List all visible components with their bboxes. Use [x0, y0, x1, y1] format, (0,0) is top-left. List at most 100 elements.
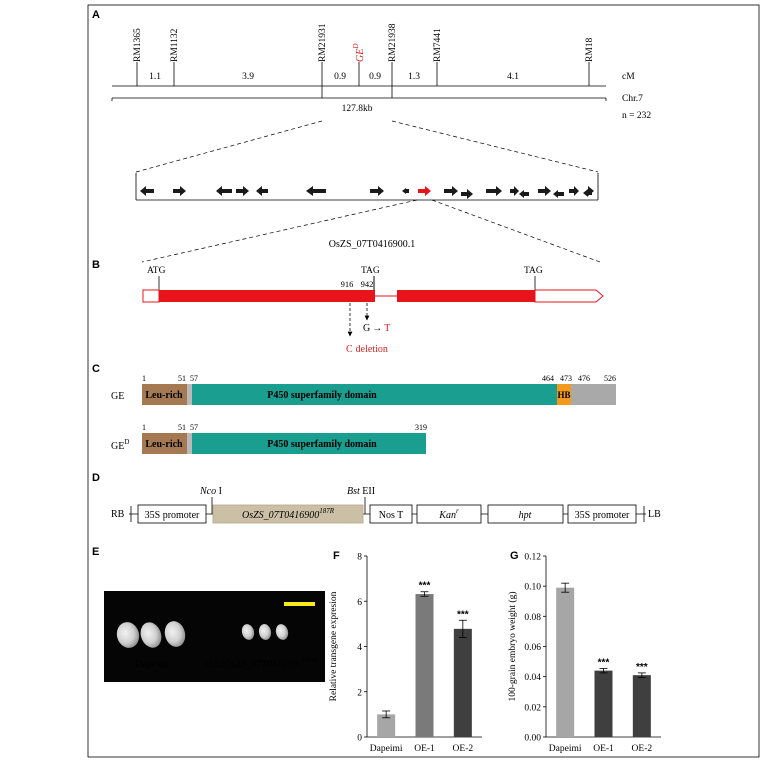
- leu-rich-domain: [142, 433, 187, 454]
- tick-label: 1: [142, 423, 146, 432]
- y-tick-label: 2: [357, 688, 362, 698]
- transgene-main: OsZS_07T0416900: [242, 510, 319, 521]
- embryo-transgenic: [258, 624, 272, 640]
- nco-italic: Nco: [199, 486, 216, 497]
- photo-label-gene: OsZS_07T0416900: [225, 659, 302, 670]
- significance-label: ***: [636, 662, 648, 673]
- p450-label: P450 superfamily domain: [267, 439, 377, 450]
- protein-name-ged: GED: [111, 438, 129, 452]
- panel-g-label: G: [510, 550, 519, 562]
- deletion-base: C: [346, 344, 353, 355]
- zoom-line: [141, 199, 418, 263]
- hb-domain: [557, 384, 571, 405]
- distance-label: 4.1: [507, 72, 519, 82]
- protein-domains: GE 1 51 57 464 473 476 526 Leu-rich P450…: [111, 374, 616, 454]
- zoom-line: [431, 199, 601, 263]
- hb-label: HB: [557, 390, 570, 400]
- gene-arrow: [402, 188, 409, 194]
- gene-arrow: [306, 186, 326, 196]
- gene-arrow: [236, 186, 249, 196]
- protein-name-ged-sup: D: [124, 438, 129, 446]
- y-axis-label: Relative transgene expresion: [329, 591, 339, 701]
- three-prime-utr: [534, 289, 604, 303]
- distance-label: 0.9: [369, 72, 381, 82]
- nco-suffix: I: [216, 486, 222, 497]
- gene-locus-label: GED: [352, 44, 366, 62]
- gene-arrow: [538, 186, 551, 196]
- hpt-label: hpt: [519, 510, 532, 521]
- y-tick-label: 0: [357, 734, 362, 744]
- kan-box: [416, 504, 482, 524]
- embryo-transgenic: [241, 624, 255, 640]
- snp-label: G→T: [363, 323, 390, 334]
- category-label: OE-2: [632, 744, 653, 754]
- gene-arrow: [486, 186, 502, 196]
- terminator-label: Nos T: [379, 510, 404, 521]
- embryo-wildtype: [116, 622, 140, 648]
- protein-name-ge: GE: [111, 391, 124, 402]
- marker-label: RM21938: [388, 23, 398, 62]
- figure-border: [87, 4, 760, 758]
- gene-arrow: [173, 186, 186, 196]
- gene-id: OsZS_07T0416900.1: [329, 239, 415, 250]
- gene-arrow: [370, 186, 384, 196]
- candidate-region: [135, 173, 599, 201]
- restriction-site-bst: Bst EII: [347, 486, 375, 497]
- tick-label: 51: [178, 374, 186, 383]
- tick-label: 57: [190, 374, 198, 383]
- embryo-transgenic: [275, 624, 289, 640]
- gene-arrow: [256, 186, 268, 196]
- y-tick-label: 0.10: [524, 583, 541, 593]
- kan-sup: r: [456, 507, 459, 515]
- photo-label-wildtype: Dapeimi: [135, 659, 170, 670]
- transgene-construct: Nco I Bst EII RB LB 35S promoter OsZS_07…: [111, 486, 661, 524]
- linker-region: [187, 384, 192, 405]
- y-tick-label: 0.06: [524, 643, 541, 653]
- unit-label: cM: [622, 72, 635, 82]
- y-tick-label: 0.00: [524, 734, 541, 744]
- bar: [594, 670, 613, 737]
- y-tick-label: 0.04: [524, 673, 541, 683]
- bar: [377, 714, 396, 737]
- panel-c-label: C: [92, 363, 100, 375]
- tick-label: 464: [542, 374, 554, 383]
- position-942: 942: [361, 279, 374, 289]
- photo-label-transgenic: 35S::OsZS_07T0416900187R: [203, 656, 317, 670]
- svg-text:GED: GED: [352, 44, 366, 62]
- marker-label: RM1365: [133, 28, 143, 62]
- hpt-box: [487, 504, 564, 524]
- tick-label: 1: [142, 374, 146, 383]
- bst-italic: Bst: [347, 486, 360, 497]
- wt-stop-label: TAG: [524, 266, 543, 276]
- y-tick-label: 6: [357, 598, 362, 608]
- panel-a-label: A: [92, 9, 100, 21]
- snp-to: T: [384, 323, 390, 334]
- mutant-stop-label: TAG: [361, 266, 380, 276]
- panel-e-label: E: [92, 546, 99, 558]
- distance-label: 1.3: [408, 72, 420, 82]
- kan-label: Kanr: [438, 507, 459, 521]
- category-label: OE-1: [593, 744, 614, 754]
- category-label: Dapeimi: [549, 744, 582, 754]
- transgene-box: [212, 504, 364, 524]
- tick-label: 473: [560, 374, 572, 383]
- linker-region: [187, 433, 192, 454]
- gene-arrow: [140, 186, 154, 196]
- genetic-map: RM1365 RM1132 RM21931 GED RM21938 RM7441…: [111, 23, 651, 263]
- promoter-box-2: [567, 504, 637, 524]
- marker-label: RM21931: [318, 23, 328, 62]
- p450-label: P450 superfamily domain: [267, 390, 377, 401]
- leu-rich-domain: [142, 384, 187, 405]
- snp-arrow-glyph: →: [372, 323, 382, 334]
- distance-label: 1.1: [149, 72, 161, 82]
- exon-2: [397, 290, 535, 302]
- exon-1: [159, 290, 375, 302]
- gene-structure: OsZS_07T0416900.1 ATG TAG TAG 916 942 G→…: [142, 239, 604, 355]
- transgene-sup: 187R: [319, 507, 335, 515]
- gene-locus-sup: D: [352, 44, 360, 50]
